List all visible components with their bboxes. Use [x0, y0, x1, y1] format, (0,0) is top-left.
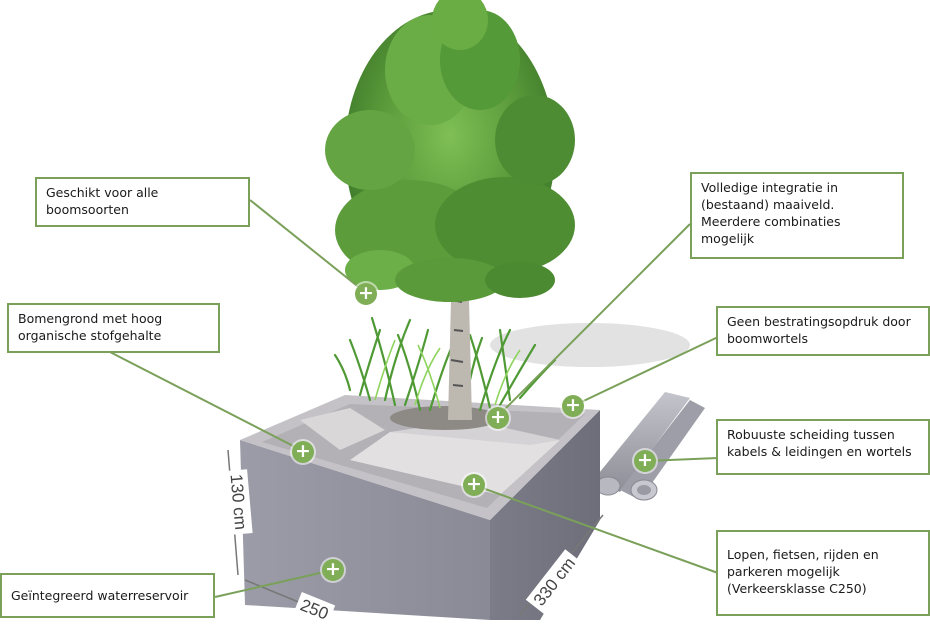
grass-light [374, 339, 521, 409]
callout-waterreservoir: Geïntegreerd waterreservoir [0, 573, 215, 618]
tree-crown [325, 0, 575, 302]
leader-lines [109, 199, 719, 598]
callout-integratie: Volledige integratie in (bestaand) maaiv… [690, 172, 904, 259]
tree-shadow [490, 323, 690, 367]
callout-verkeersklasse: Lopen, fietsen, rijden en parkeren mogel… [716, 530, 930, 616]
callout-bestratingsopdruk: Geen bestratingsopdruk door boomwortels [716, 306, 930, 356]
hotspot-bestratingsopdruk[interactable]: + [562, 395, 584, 417]
hotspot-integratie[interactable]: + [487, 407, 509, 429]
hotspot-scheiding[interactable]: + [634, 450, 656, 472]
hotspot-verkeersklasse[interactable]: + [463, 474, 485, 496]
callout-bomengrond: Bomengrond met hoog organische stofgehal… [7, 303, 220, 353]
callout-boomsoorten: Geschikt voor alle boomsoorten [35, 177, 250, 227]
hotspot-bomengrond[interactable]: + [292, 441, 314, 463]
grass [333, 316, 557, 412]
hotspot-waterreservoir[interactable]: + [322, 559, 344, 581]
callout-scheiding: Robuuste scheiding tussen kabels & leidi… [716, 419, 930, 475]
planter-box [240, 395, 600, 620]
cable-pipes [595, 392, 705, 501]
hotspot-boomsoorten[interactable]: + [355, 283, 377, 305]
